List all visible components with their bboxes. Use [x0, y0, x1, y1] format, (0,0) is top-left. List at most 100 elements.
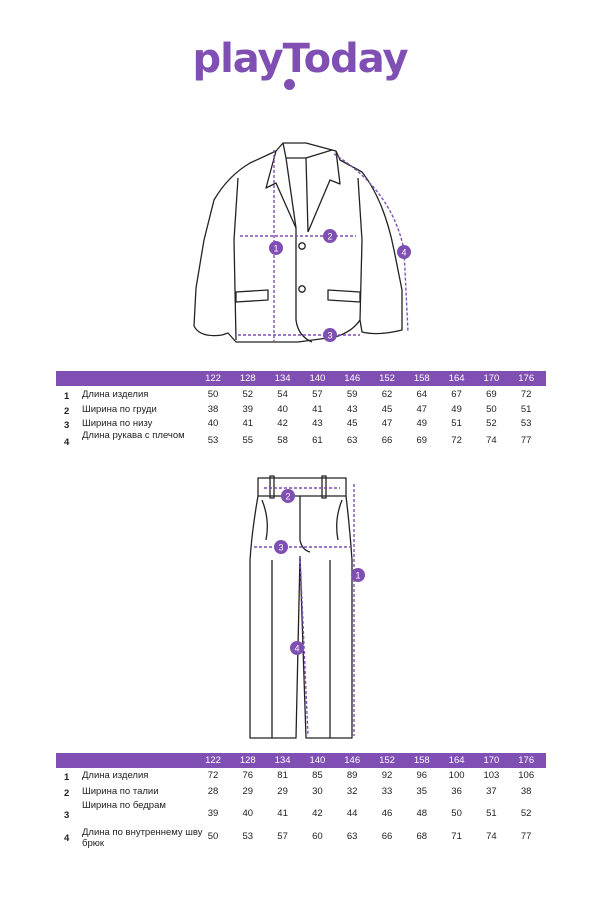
size-value-cell: 77 [520, 435, 532, 446]
size-value-cell: 68 [416, 831, 428, 842]
size-value-cell: 45 [381, 404, 393, 415]
row-number: 4 [64, 833, 70, 844]
size-value-cell: 67 [451, 389, 462, 400]
size-value-cell: 54 [277, 389, 288, 400]
pants-illustration: 1 2 3 4 [249, 475, 365, 739]
size-value-cell: 52 [520, 808, 532, 819]
size-value-cell: 50 [451, 808, 462, 819]
size-value-cell: 69 [486, 389, 497, 400]
jacket-marker-3: 3 [327, 331, 332, 341]
size-value-cell: 66 [381, 435, 393, 446]
pants-measure-lines [254, 484, 355, 737]
logo-dot [284, 79, 295, 90]
size-value-cell: 49 [416, 418, 428, 429]
size-header-cell: 164 [448, 373, 465, 384]
size-value-cell: 29 [277, 786, 288, 797]
row-number: 3 [64, 810, 70, 821]
size-value-cell: 81 [277, 770, 288, 781]
size-value-cell: 57 [277, 831, 288, 842]
size-header-cell: 128 [239, 755, 256, 766]
size-value-cell: 43 [346, 404, 358, 415]
size-value-cell: 74 [486, 831, 497, 842]
jacket-illustration: 1 2 3 4 [193, 142, 411, 343]
size-value-cell: 49 [451, 404, 462, 415]
size-value-cell: 50 [207, 389, 219, 400]
size-header-cell: 122 [205, 373, 221, 384]
size-value-cell: 33 [381, 786, 393, 797]
size-value-cell: 72 [520, 389, 532, 400]
size-value-cell: 51 [451, 418, 462, 429]
logo-text: playToday [192, 36, 408, 82]
size-value-cell: 47 [381, 418, 393, 429]
size-value-cell: 40 [277, 404, 288, 415]
pants-marker-2: 2 [285, 492, 290, 502]
size-value-cell: 29 [242, 786, 254, 797]
size-value-cell: 57 [312, 389, 323, 400]
size-value-cell: 48 [416, 808, 428, 819]
size-value-cell: 32 [346, 786, 358, 797]
size-header-cell: 158 [413, 373, 430, 384]
size-value-cell: 39 [242, 404, 254, 415]
size-value-cell: 35 [416, 786, 428, 797]
size-value-cell: 63 [346, 831, 358, 842]
size-value-cell: 42 [277, 418, 288, 429]
size-value-cell: 106 [518, 770, 535, 781]
size-value-cell: 52 [486, 418, 497, 429]
size-value-cell: 62 [381, 389, 393, 400]
size-value-cell: 38 [207, 404, 219, 415]
size-value-cell: 41 [312, 404, 323, 415]
row-label: Ширина по груди [82, 404, 157, 415]
size-value-cell: 58 [277, 435, 288, 446]
size-header-cell: 128 [239, 373, 256, 384]
size-value-cell: 92 [381, 770, 393, 781]
size-value-cell: 74 [486, 435, 497, 446]
size-value-cell: 71 [451, 831, 462, 842]
size-header-cell: 170 [483, 755, 500, 766]
size-header-cell: 152 [379, 373, 395, 384]
size-header-cell: 140 [309, 755, 326, 766]
size-value-cell: 77 [520, 831, 532, 842]
row-number: 3 [64, 420, 70, 431]
size-value-cell: 41 [242, 418, 254, 429]
size-header-cell: 176 [518, 373, 535, 384]
brand-logo: playToday [0, 36, 600, 82]
size-header-cell: 146 [344, 373, 361, 384]
size-value-cell: 43 [312, 418, 323, 429]
row-number: 2 [64, 406, 70, 417]
size-header-cell: 152 [379, 755, 395, 766]
size-value-cell: 89 [346, 770, 358, 781]
size-value-cell: 76 [242, 770, 254, 781]
size-value-cell: 28 [207, 786, 219, 797]
size-value-cell: 30 [312, 786, 323, 797]
row-label: Длина изделия [82, 770, 149, 781]
size-value-cell: 61 [312, 435, 323, 446]
size-value-cell: 60 [312, 831, 323, 842]
size-value-cell: 46 [381, 808, 393, 819]
size-value-cell: 52 [242, 389, 254, 400]
size-header-cell: 170 [483, 373, 500, 384]
row-number: 1 [64, 391, 70, 402]
row-label: Ширина по бедрам [82, 800, 166, 811]
jacket-measure-lines [238, 150, 409, 342]
size-header-cell: 164 [448, 755, 465, 766]
size-value-cell: 51 [520, 404, 532, 415]
size-value-cell: 42 [312, 808, 323, 819]
size-header-cell: 134 [274, 373, 291, 384]
size-value-cell: 53 [520, 418, 532, 429]
row-label: Ширина по низу [82, 418, 153, 429]
size-value-cell: 38 [520, 786, 532, 797]
row-label: Длина по внутреннему шву брюк [82, 827, 203, 849]
row-number: 1 [64, 772, 70, 783]
size-header-cell: 146 [344, 755, 361, 766]
size-value-cell: 103 [483, 770, 500, 781]
size-value-cell: 100 [448, 770, 465, 781]
size-value-cell: 53 [207, 435, 219, 446]
size-value-cell: 72 [207, 770, 219, 781]
row-label: Длина рукава с плечом [82, 430, 185, 441]
size-header-cell: 176 [518, 755, 535, 766]
size-header-cell: 122 [205, 755, 221, 766]
pants-marker-4: 4 [294, 644, 299, 654]
size-value-cell: 50 [207, 831, 219, 842]
